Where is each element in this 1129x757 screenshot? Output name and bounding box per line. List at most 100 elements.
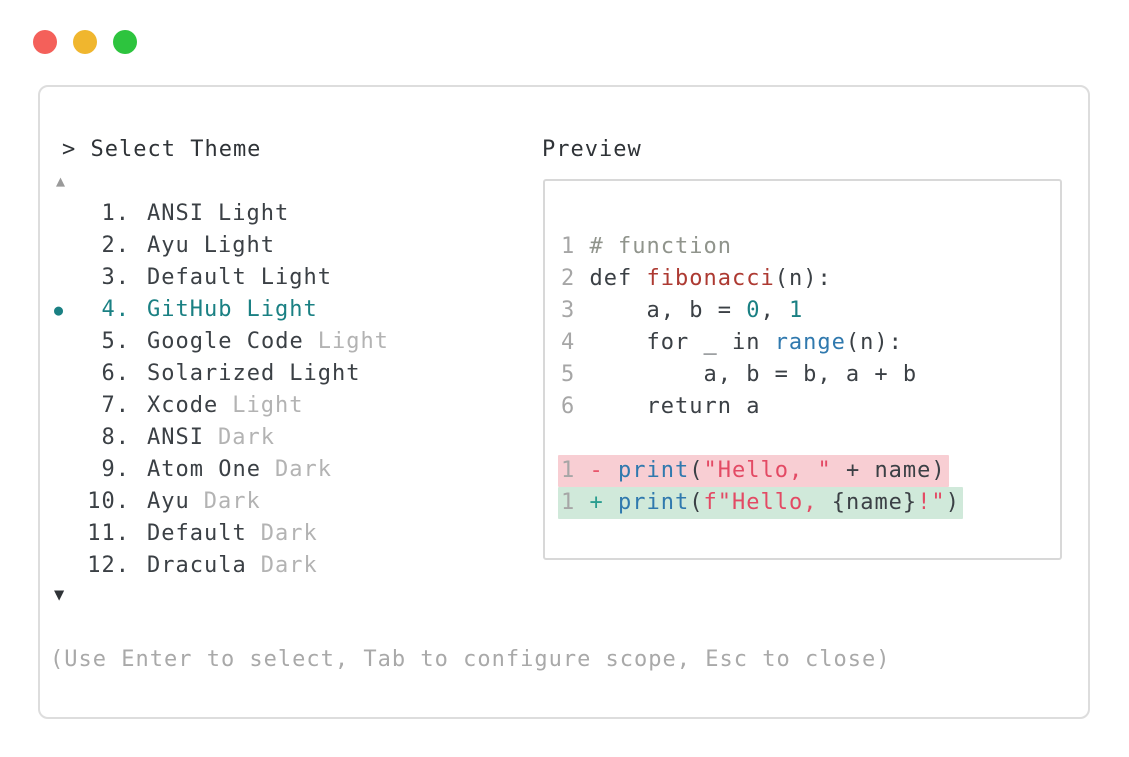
code-token: "Hello, " bbox=[703, 458, 832, 483]
selected-bullet-icon bbox=[54, 390, 84, 422]
theme-item-variant: Dark bbox=[217, 425, 275, 450]
theme-item-variant: Light bbox=[203, 233, 275, 258]
code-line: 2 def fibonacci(n): bbox=[558, 263, 1060, 295]
code-token: for _ in bbox=[575, 330, 775, 355]
selected-bullet-icon bbox=[54, 326, 84, 358]
selected-bullet-icon bbox=[54, 486, 84, 518]
theme-item-name: Ayu bbox=[147, 233, 190, 258]
theme-item-name: Default bbox=[147, 521, 247, 546]
scroll-up-icon[interactable]: ▲ bbox=[56, 172, 67, 190]
theme-list-item[interactable]: 12. Dracula Dark bbox=[40, 550, 520, 582]
minimize-button[interactable] bbox=[73, 30, 97, 54]
diff-line-added: 1 + print(f"Hello, {name}!") bbox=[558, 487, 1060, 519]
code-token: print bbox=[618, 458, 690, 483]
theme-item-variant: Light bbox=[260, 265, 332, 290]
code-token: 0 bbox=[746, 298, 761, 323]
theme-item-number: 3. bbox=[101, 265, 130, 290]
code-token: 4 bbox=[561, 330, 576, 355]
selected-bullet-icon: ● bbox=[54, 301, 65, 319]
code-line: 1 # function bbox=[558, 231, 1060, 263]
theme-item-name: Dracula bbox=[147, 553, 247, 578]
code-token: ( bbox=[689, 458, 704, 483]
code-token: a, b = b, a + b bbox=[575, 362, 918, 387]
code-line: 3 a, b = 0, 1 bbox=[558, 295, 1060, 327]
code-token: - bbox=[589, 458, 618, 483]
theme-item-number: 6. bbox=[101, 361, 130, 386]
code-token: ) bbox=[945, 490, 960, 515]
code-token: (n): bbox=[845, 330, 903, 355]
code-token: # function bbox=[589, 234, 732, 259]
code-line-content: 1 + print(f"Hello, {name}!") bbox=[558, 487, 963, 519]
theme-item-number: 8. bbox=[101, 425, 130, 450]
code-line bbox=[558, 423, 1060, 455]
code-token: 1 bbox=[561, 234, 576, 259]
code-token: 5 bbox=[561, 362, 576, 387]
theme-item-name: Xcode bbox=[147, 393, 219, 418]
theme-item-variant: Light bbox=[217, 201, 290, 226]
theme-item-variant: Light bbox=[232, 393, 304, 418]
theme-list-item[interactable]: 11. Default Dark bbox=[40, 518, 520, 550]
theme-item-name: Solarized bbox=[147, 361, 276, 386]
code-token: (n): bbox=[774, 266, 832, 291]
code-token: 1 bbox=[561, 458, 576, 483]
code-token bbox=[575, 458, 589, 483]
theme-item-number: 2. bbox=[101, 233, 130, 258]
code-token: + bbox=[589, 490, 618, 515]
code-line-content: 2 def fibonacci(n): bbox=[558, 263, 835, 295]
theme-list-item[interactable]: 8. ANSI Dark bbox=[40, 422, 520, 454]
code-token: def bbox=[575, 266, 647, 291]
theme-item-name: ANSI bbox=[147, 201, 204, 226]
selected-bullet-icon bbox=[54, 198, 84, 230]
zoom-button[interactable] bbox=[113, 30, 137, 54]
theme-list-item[interactable]: 6. Solarized Light bbox=[40, 358, 520, 390]
selected-bullet-icon bbox=[54, 422, 84, 454]
theme-item-name: GitHub bbox=[147, 297, 233, 322]
code-line-content: 6 return a bbox=[558, 391, 763, 423]
code-token: 6 bbox=[561, 394, 576, 419]
theme-item-name: Atom One bbox=[147, 457, 261, 482]
code-token: 3 bbox=[561, 298, 576, 323]
select-theme-prompt: > Select Theme bbox=[62, 137, 262, 162]
theme-item-number: 1. bbox=[101, 201, 130, 226]
scroll-down-icon[interactable]: ▼ bbox=[54, 585, 66, 605]
theme-item-number: 10. bbox=[87, 489, 130, 514]
theme-item-variant: Light bbox=[289, 361, 361, 386]
code-token: !" bbox=[917, 490, 946, 515]
theme-list-item[interactable]: 2. Ayu Light bbox=[40, 230, 520, 262]
theme-item-variant: Dark bbox=[260, 553, 318, 578]
code-line-content: 4 for _ in range(n): bbox=[558, 327, 906, 359]
theme-item-variant: Dark bbox=[274, 457, 332, 482]
code-line-content: 1 - print("Hello, " + name) bbox=[558, 455, 949, 487]
code-token: fibonacci bbox=[646, 266, 775, 291]
code-line: 4 for _ in range(n): bbox=[558, 327, 1060, 359]
code-token: + name) bbox=[831, 458, 946, 483]
keyboard-hints: (Use Enter to select, Tab to configure s… bbox=[50, 647, 891, 672]
code-token: print bbox=[618, 490, 690, 515]
theme-item-name: ANSI bbox=[147, 425, 204, 450]
code-token: 1 bbox=[561, 490, 576, 515]
theme-item-variant: Dark bbox=[260, 521, 318, 546]
code-token bbox=[575, 234, 589, 259]
code-line-content: 3 a, b = 0, 1 bbox=[558, 295, 806, 327]
selected-bullet-icon bbox=[54, 550, 84, 582]
code-token: f"Hello, bbox=[703, 490, 832, 515]
code-token bbox=[575, 490, 589, 515]
theme-item-number: 11. bbox=[87, 521, 130, 546]
selected-bullet-icon bbox=[54, 230, 84, 262]
theme-item-number: 9. bbox=[101, 457, 130, 482]
theme-list-item[interactable]: 9. Atom One Dark bbox=[40, 454, 520, 486]
theme-item-number: 5. bbox=[101, 329, 130, 354]
theme-list-item[interactable]: 1. ANSI Light bbox=[40, 198, 520, 230]
theme-item-number: 12. bbox=[87, 553, 130, 578]
theme-item-name: Ayu bbox=[147, 489, 190, 514]
selected-bullet-icon bbox=[54, 518, 84, 550]
close-button[interactable] bbox=[33, 30, 57, 54]
selected-bullet-icon bbox=[54, 358, 84, 390]
